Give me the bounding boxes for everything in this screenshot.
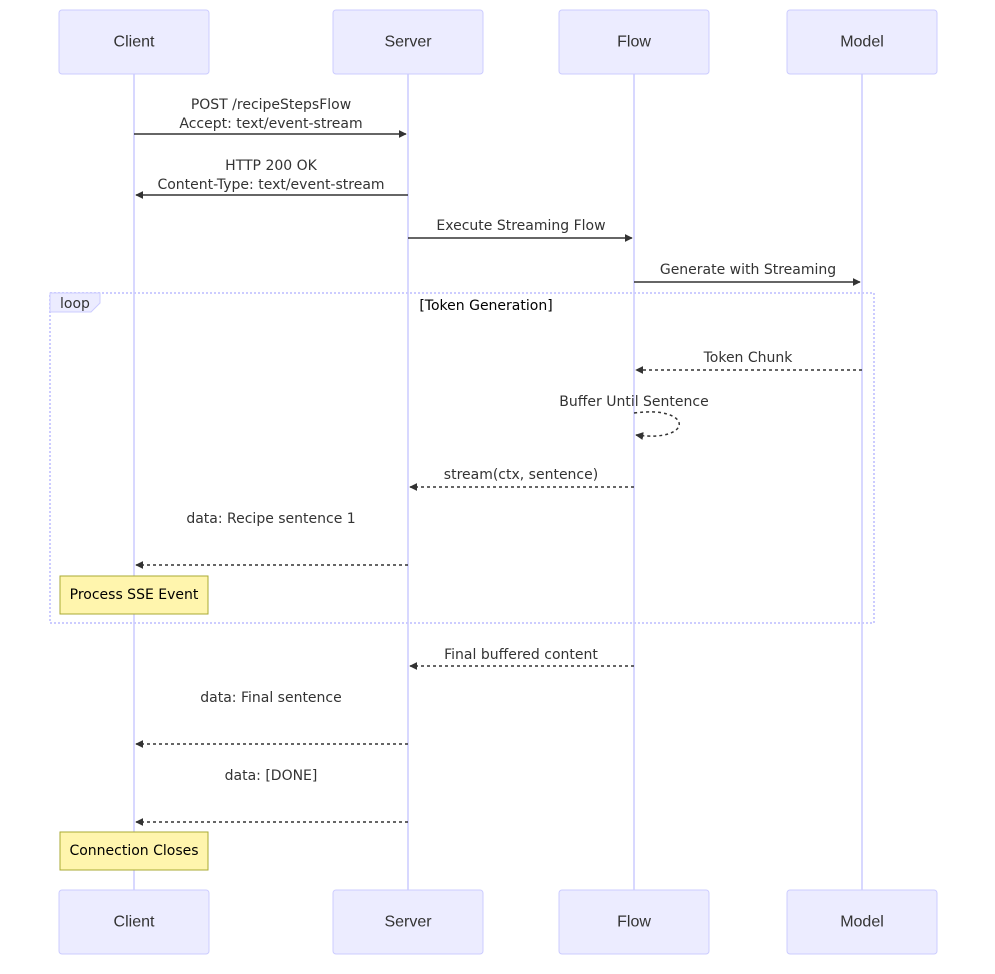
actor-label-client: Client (114, 914, 155, 931)
actor-client-bottom: Client (58, 889, 210, 955)
loop-frame (49, 292, 875, 624)
actor-label-server: Server (384, 34, 432, 51)
actor-label-client: Client (114, 34, 155, 51)
message-label: Accept: text/event-stream (179, 116, 362, 132)
actor-box-client (58, 889, 210, 955)
actor-box-model (786, 889, 938, 955)
actor-client-top: Client (58, 9, 210, 75)
message-label: Execute Streaming Flow (436, 218, 605, 234)
message-label: HTTP 200 OK (225, 158, 317, 174)
actor-box-server (332, 889, 484, 955)
message-m8: data: Recipe sentence 1 (135, 511, 408, 569)
message-m7: stream(ctx, sentence) (409, 467, 634, 491)
message-label: Generate with Streaming (660, 262, 836, 278)
actor-label-model: Model (840, 34, 884, 51)
message-m3: Execute Streaming Flow (408, 218, 633, 242)
message-label: data: [DONE] (225, 768, 318, 784)
message-label: Content-Type: text/event-stream (157, 177, 384, 193)
actor-label-server: Server (384, 914, 432, 931)
message-m11: data: [DONE] (135, 768, 408, 826)
actor-flow-bottom: Flow (558, 889, 710, 955)
actor-flow-top: Flow (558, 9, 710, 75)
message-label: data: Recipe sentence 1 (186, 511, 355, 527)
loop-tab (49, 292, 101, 313)
actor-model-top: Model (786, 9, 938, 75)
actor-box-model (786, 9, 938, 75)
message-label: Token Chunk (703, 350, 794, 366)
note-box (59, 575, 209, 615)
actor-label-model: Model (840, 914, 884, 931)
note-n2: Connection Closes (59, 831, 209, 871)
loop-keyword: loop (60, 296, 90, 312)
note-text: Connection Closes (69, 843, 198, 859)
actor-model-bottom: Model (786, 889, 938, 955)
message-label: POST /recipeStepsFlow (191, 97, 351, 113)
note-n1: Process SSE Event (59, 575, 209, 615)
message-label: data: Final sentence (200, 690, 341, 706)
self-message-arrow (633, 411, 680, 440)
message-m10: data: Final sentence (135, 690, 408, 748)
actor-label-flow: Flow (617, 34, 651, 51)
message-m4: Generate with Streaming (634, 262, 861, 286)
message-label: Buffer Until Sentence (559, 394, 708, 410)
note-box (59, 831, 209, 871)
actor-box-flow (558, 889, 710, 955)
message-m2: HTTP 200 OK Content-Type: text/event-stre… (135, 158, 408, 199)
actor-box-flow (558, 9, 710, 75)
note-text: Process SSE Event (70, 587, 199, 603)
message-m6: Buffer Until Sentence (559, 394, 709, 440)
message-label: Final buffered content (444, 647, 598, 663)
loop-title: [Token Generation] (419, 298, 552, 314)
actor-box-server (332, 9, 484, 75)
message-label: stream(ctx, sentence) (444, 467, 598, 483)
actor-server-top: Server (332, 9, 484, 75)
actor-label-flow: Flow (617, 914, 651, 931)
actor-server-bottom: Server (332, 889, 484, 955)
actor-box-client (58, 9, 210, 75)
message-m9: Final buffered content (409, 647, 634, 670)
message-m5: Token Chunk (635, 350, 862, 374)
